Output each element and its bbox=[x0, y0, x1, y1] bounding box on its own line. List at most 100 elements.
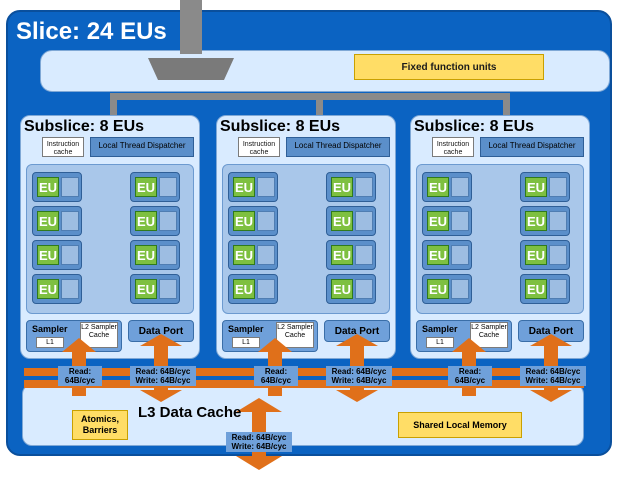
eu-core-label: EU bbox=[331, 211, 353, 231]
subslice-1-readwrite-rate: Read: 64B/cyc Write: 64B/cyc bbox=[130, 366, 196, 386]
memory-readwrite-rate: Read: 64B/cyc Write: 64B/cyc bbox=[226, 432, 292, 452]
eu-register-file bbox=[257, 177, 275, 197]
execution-unit: EU bbox=[422, 206, 472, 236]
eu-core-label: EU bbox=[233, 279, 255, 299]
execution-unit: EU bbox=[130, 206, 180, 236]
eu-core-label: EU bbox=[427, 211, 449, 231]
execution-unit: EU bbox=[326, 172, 376, 202]
execution-unit: EU bbox=[130, 172, 180, 202]
eu-register-file bbox=[61, 279, 79, 299]
eu-core-label: EU bbox=[525, 177, 547, 197]
subslice-3-read-rate: Read: 64B/cyc bbox=[448, 366, 492, 386]
eu-register-file bbox=[159, 211, 177, 231]
eu-register-file bbox=[61, 177, 79, 197]
eu-core-label: EU bbox=[331, 279, 353, 299]
eu-core-label: EU bbox=[427, 279, 449, 299]
subslice-3-title: Subslice: 8 EUs bbox=[414, 118, 535, 135]
execution-unit: EU bbox=[326, 240, 376, 270]
eu-core-label: EU bbox=[37, 279, 59, 299]
subslice-2-readwrite-rate: Read: 64B/cyc Write: 64B/cyc bbox=[326, 366, 392, 386]
execution-unit: EU bbox=[32, 172, 82, 202]
execution-unit: EU bbox=[32, 240, 82, 270]
subslice-1-sampler-arrow bbox=[62, 338, 96, 352]
execution-unit: EU bbox=[422, 172, 472, 202]
eu-register-file bbox=[257, 245, 275, 265]
execution-unit: EU bbox=[422, 240, 472, 270]
subslice-2-sampler-arrow bbox=[258, 338, 292, 352]
l3-bus-top bbox=[24, 368, 584, 376]
subslice-3-l1-cache: L1 bbox=[426, 337, 454, 348]
execution-unit: EU bbox=[32, 274, 82, 304]
eu-register-file bbox=[549, 211, 567, 231]
eu-core-label: EU bbox=[427, 177, 449, 197]
execution-unit: EU bbox=[32, 206, 82, 236]
eu-core-label: EU bbox=[135, 245, 157, 265]
eu-core-label: EU bbox=[135, 211, 157, 231]
subslice-2-thread-dispatcher: Local Thread Dispatcher bbox=[286, 137, 390, 157]
subslice-1-thread-dispatcher: Local Thread Dispatcher bbox=[90, 137, 194, 157]
subslice-1-instruction-cache: Instruction cache bbox=[42, 137, 84, 157]
subslice-1-dataport-arrow-up bbox=[140, 334, 182, 346]
subslice-1-title: Subslice: 8 EUs bbox=[24, 118, 145, 135]
execution-unit: EU bbox=[326, 274, 376, 304]
eu-register-file bbox=[549, 245, 567, 265]
subslice-3-dataport-arrow-up bbox=[530, 334, 572, 346]
eu-register-file bbox=[451, 245, 469, 265]
subslice-2-read-rate: Read: 64B/cyc bbox=[254, 366, 298, 386]
eu-register-file bbox=[257, 279, 275, 299]
execution-unit: EU bbox=[520, 274, 570, 304]
bus-drop-1 bbox=[110, 93, 117, 117]
subslice-2-sampler-label: Sampler bbox=[228, 324, 264, 334]
eu-register-file bbox=[549, 177, 567, 197]
execution-unit: EU bbox=[520, 206, 570, 236]
eu-register-file bbox=[355, 177, 373, 197]
subslice-3-l2-sampler-cache: L2 Sampler Cache bbox=[470, 322, 508, 348]
memory-arrow-down bbox=[236, 456, 282, 470]
eu-register-file bbox=[355, 245, 373, 265]
eu-core-label: EU bbox=[525, 245, 547, 265]
execution-unit: EU bbox=[228, 274, 278, 304]
subslice-3-thread-dispatcher: Local Thread Dispatcher bbox=[480, 137, 584, 157]
execution-unit: EU bbox=[130, 240, 180, 270]
subslice-2-l2-sampler-cache: L2 Sampler Cache bbox=[276, 322, 314, 348]
eu-core-label: EU bbox=[135, 177, 157, 197]
subslice-1-l1-cache: L1 bbox=[36, 337, 64, 348]
subslice-3-sampler-arrow bbox=[452, 338, 486, 352]
eu-register-file bbox=[61, 211, 79, 231]
subslice-2-l1-cache: L1 bbox=[232, 337, 260, 348]
eu-register-file bbox=[451, 211, 469, 231]
eu-register-file bbox=[159, 245, 177, 265]
eu-core-label: EU bbox=[427, 245, 449, 265]
fixed-function-units: Fixed function units bbox=[354, 54, 544, 80]
top-feed bbox=[180, 0, 202, 54]
subslice-2-instruction-cache: Instruction cache bbox=[238, 137, 280, 157]
bus-drop-2 bbox=[316, 93, 323, 117]
memory-arrow-up bbox=[236, 398, 282, 412]
execution-unit: EU bbox=[228, 206, 278, 236]
eu-register-file bbox=[61, 245, 79, 265]
eu-register-file bbox=[159, 279, 177, 299]
subslice-3-readwrite-rate: Read: 64B/cyc Write: 64B/cyc bbox=[520, 366, 586, 386]
execution-unit: EU bbox=[520, 172, 570, 202]
eu-register-file bbox=[549, 279, 567, 299]
execution-unit: EU bbox=[228, 172, 278, 202]
eu-core-label: EU bbox=[37, 211, 59, 231]
eu-core-label: EU bbox=[331, 177, 353, 197]
subslice-2-dataport-arrow-up bbox=[336, 334, 378, 346]
execution-unit: EU bbox=[422, 274, 472, 304]
eu-core-label: EU bbox=[233, 211, 255, 231]
eu-register-file bbox=[355, 279, 373, 299]
eu-core-label: EU bbox=[525, 211, 547, 231]
eu-core-label: EU bbox=[525, 279, 547, 299]
atomics-barriers: Atomics, Barriers bbox=[72, 410, 128, 440]
eu-core-label: EU bbox=[233, 177, 255, 197]
eu-register-file bbox=[451, 279, 469, 299]
eu-register-file bbox=[355, 211, 373, 231]
shared-local-memory: Shared Local Memory bbox=[398, 412, 522, 438]
eu-register-file bbox=[159, 177, 177, 197]
eu-core-label: EU bbox=[37, 245, 59, 265]
subslice-1-l2-sampler-cache: L2 Sampler Cache bbox=[80, 322, 118, 348]
subslice-2-title: Subslice: 8 EUs bbox=[220, 118, 341, 135]
execution-unit: EU bbox=[228, 240, 278, 270]
execution-unit: EU bbox=[326, 206, 376, 236]
